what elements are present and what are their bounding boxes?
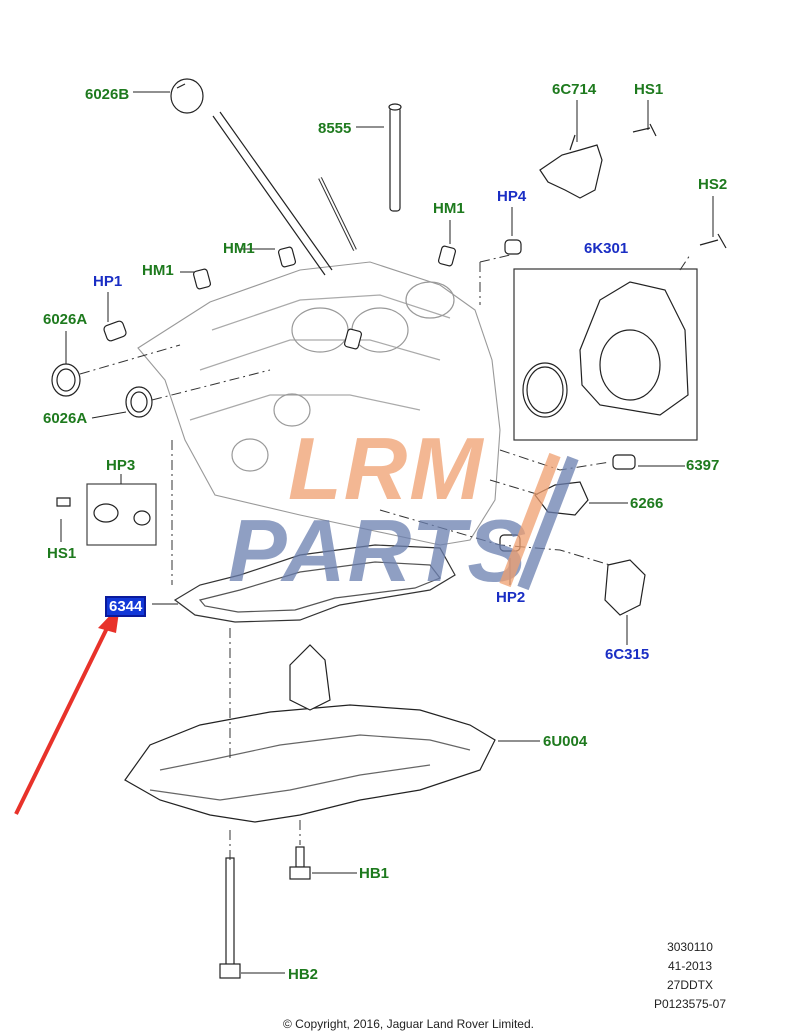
copyright-notice: © Copyright, 2016, Jaguar Land Rover Lim… [283, 1017, 534, 1031]
reference-code-2: 41-2013 [667, 959, 713, 973]
label-HP1[interactable]: HP1 [93, 273, 123, 290]
label-8555[interactable]: 8555 [318, 120, 352, 137]
label-6026B[interactable]: 6026B [85, 86, 130, 103]
label-6397[interactable]: 6397 [686, 457, 720, 474]
label-6026A-bottom[interactable]: 6026A [43, 410, 88, 427]
label-HS2[interactable]: HS2 [698, 176, 728, 193]
label-HM1-left[interactable]: HM1 [142, 262, 174, 279]
engine-block [137, 261, 501, 546]
rear-cover-box [513, 268, 698, 441]
label-6C315[interactable]: 6C315 [605, 646, 650, 663]
reference-code-1: 3030110 [667, 940, 713, 954]
label-HP3[interactable]: HP3 [106, 457, 136, 474]
label-6344-selected[interactable]: 6344 [104, 596, 147, 617]
label-HM1-right[interactable]: HM1 [433, 200, 465, 217]
dipstick-tube-8555 [389, 106, 401, 212]
label-6U004[interactable]: 6U004 [543, 733, 588, 750]
label-6C714[interactable]: 6C714 [552, 81, 597, 98]
label-HM1-mid[interactable]: HM1 [223, 240, 255, 257]
label-HS1-bottom[interactable]: HS1 [47, 545, 77, 562]
label-HB1[interactable]: HB1 [359, 865, 390, 882]
reference-code-4: P0123575-07 [653, 997, 727, 1011]
oil-pan-gasket-6344 [173, 544, 456, 623]
watermark-lrm: LRM [288, 419, 485, 518]
label-6026A-top[interactable]: 6026A [43, 311, 88, 328]
label-6K301[interactable]: 6K301 [584, 240, 629, 257]
label-HS1-top[interactable]: HS1 [634, 81, 664, 98]
reference-code-3: 27DDTX [666, 978, 713, 992]
plug-6026B [170, 78, 204, 114]
red-arrow-annotation [14, 605, 120, 815]
label-HB2[interactable]: HB2 [288, 966, 319, 983]
label-6266[interactable]: 6266 [630, 495, 664, 512]
watermark-parts: PARTS [228, 501, 529, 600]
oil-pan-6U004 [124, 704, 496, 823]
label-HP4[interactable]: HP4 [497, 188, 527, 205]
label-HP2[interactable]: HP2 [496, 589, 526, 606]
